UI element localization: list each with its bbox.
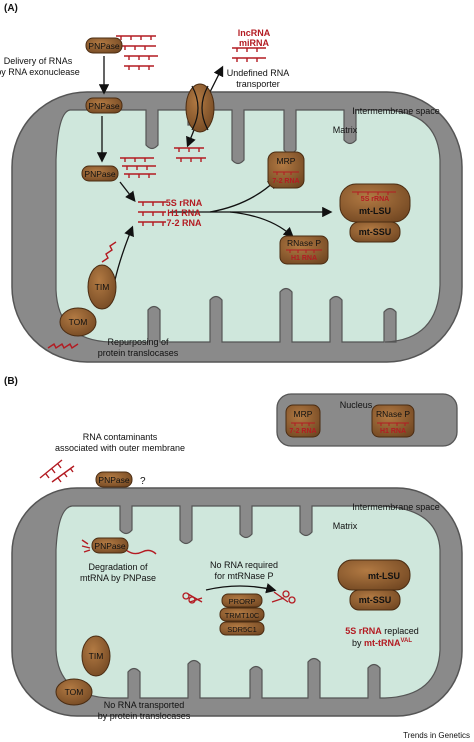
mrp-rna-b: 7-2 RNA xyxy=(289,428,316,435)
pnpase-ims-a: PNPase xyxy=(85,97,123,114)
replaced-line-1: 5S rRNA replaced xyxy=(345,626,419,636)
delivery-line-1: Delivery of RNAs xyxy=(4,56,73,66)
question-mark: ? xyxy=(140,476,146,487)
nucleus-label: Nucleus xyxy=(340,400,373,410)
mrp-label-b: MRP xyxy=(294,409,313,419)
mito-ribosome-b: mt-LSU mt-SSU xyxy=(337,559,411,611)
matrix-label-b: Matrix xyxy=(333,521,358,531)
svg-text:H1 RNA: H1 RNA xyxy=(291,255,317,262)
svg-text:TOM: TOM xyxy=(69,317,88,327)
pnpase-outside-b: PNPase ? xyxy=(95,471,146,488)
rna-72-label: 7-2 RNA xyxy=(166,218,202,228)
rnase-p-label-b: RNase P xyxy=(376,409,410,419)
svg-text:TIM: TIM xyxy=(95,282,110,292)
transporter-line-2: transporter xyxy=(236,79,280,89)
no-rna-line-1: No RNA required xyxy=(210,560,278,570)
ims-label-b: Intermembrane space xyxy=(352,502,440,512)
scissors-icon xyxy=(271,590,296,604)
matrix-label-a: Matrix xyxy=(333,125,358,135)
mt-lsu-label-a: mt-LSU xyxy=(359,206,391,216)
rna-strands-b xyxy=(39,459,157,555)
rna-strands-a xyxy=(47,35,266,350)
panel-a-label: (A) xyxy=(4,3,18,14)
tom-b: TOM xyxy=(55,678,93,706)
pnpase-outside-a: PNPase xyxy=(85,37,123,54)
tim-b: TIM xyxy=(81,635,111,677)
replaced-line-2: by mt-tRNAVAL xyxy=(352,638,412,648)
rna-5s-label: 5S rRNA xyxy=(166,198,203,208)
pnpase-matrix-a: PNPase xyxy=(81,165,119,182)
rnase-p-complex-a: RNase P H1 RNA xyxy=(279,235,329,265)
panel-b-label: (B) xyxy=(4,376,18,387)
lncrna-label: lncRNA xyxy=(238,28,271,38)
repurposing-line-2: protein translocases xyxy=(98,348,179,358)
nucleus-b: Nucleus MRP 7-2 RNA RNase P H1 RNA xyxy=(276,393,458,447)
mito-ribosome-a: 5S rRNA mt-LSU mt-SSU xyxy=(339,183,411,243)
degradation-line-2: mtRNA by PNPase xyxy=(80,573,156,583)
footer-credit: Trends in Genetics xyxy=(403,731,470,740)
tom-a: TOM xyxy=(59,307,97,337)
svg-text:PNPase: PNPase xyxy=(84,169,115,179)
arrow-b xyxy=(205,583,277,594)
svg-text:TIM: TIM xyxy=(89,651,104,661)
prorp-label: PRORP xyxy=(229,597,256,606)
contaminants-line-1: RNA contaminants xyxy=(83,432,158,442)
ims-label-a: Intermembrane space xyxy=(352,106,440,116)
svg-text:7-2 RNA: 7-2 RNA xyxy=(272,178,299,185)
transporter-line-1: Undefined RNA xyxy=(227,68,290,78)
delivery-line-2: by RNA exonuclease xyxy=(0,67,80,77)
mt-lsu-label-b: mt-LSU xyxy=(368,571,400,581)
trmt10c-label: TRMT10C xyxy=(225,611,260,620)
rna-transporter-a xyxy=(185,83,215,133)
rna-h1-label: H1 RNA xyxy=(167,208,201,218)
svg-text:5S rRNA: 5S rRNA xyxy=(361,196,389,203)
repurposing-line-1: Repurposing of xyxy=(107,337,169,347)
mirna-label: miRNA xyxy=(239,38,270,48)
scissors-icon xyxy=(182,592,203,604)
svg-text:PNPase: PNPase xyxy=(94,541,125,551)
svg-text:TOM: TOM xyxy=(65,687,84,697)
mt-ssu-label-b: mt-SSU xyxy=(359,595,392,605)
svg-text:MRP: MRP xyxy=(277,156,296,166)
degradation-line-1: Degradation of xyxy=(88,562,148,572)
no-transport-line-1: No RNA transported xyxy=(104,700,185,710)
tim-a: TIM xyxy=(87,264,117,310)
contaminants-line-2: associated with outer membrane xyxy=(55,443,185,453)
mt-rnase-p-protein-stack: PRORP TRMT10C SDR5C1 xyxy=(219,593,265,636)
pnpase-matrix-b: PNPase xyxy=(91,537,129,554)
matrix-a xyxy=(55,109,441,343)
mt-ssu-label-a: mt-SSU xyxy=(359,227,392,237)
no-rna-line-2: for mtRNase P xyxy=(214,571,273,581)
svg-text:RNase P: RNase P xyxy=(287,238,321,248)
rnase-p-rna-b: H1 RNA xyxy=(380,428,406,435)
sdr5c1-label: SDR5C1 xyxy=(227,625,257,634)
svg-text:PNPase: PNPase xyxy=(88,41,119,51)
svg-text:PNPase: PNPase xyxy=(98,475,129,485)
no-transport-line-2: by protein translocases xyxy=(98,711,191,721)
mrp-complex-a: MRP 7-2 RNA xyxy=(267,151,305,189)
svg-text:PNPase: PNPase xyxy=(88,101,119,111)
